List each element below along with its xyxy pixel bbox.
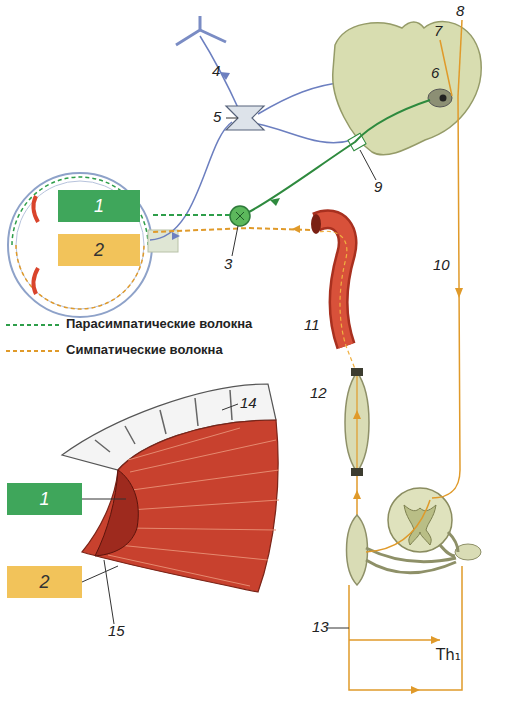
carotid-artery (316, 219, 348, 346)
ganglion-cap (351, 368, 363, 376)
leader-line (226, 118, 238, 119)
optic-pathway (150, 122, 232, 240)
leader-line (104, 560, 114, 624)
parasympathetic-fiber (249, 100, 430, 212)
ganglion-cap (351, 468, 363, 476)
sympathetic-tract (432, 96, 460, 498)
arrow-head (292, 225, 300, 233)
nucleus (428, 89, 452, 107)
box-number: 1 (39, 489, 49, 510)
legend-sample-line (6, 324, 62, 326)
leader-line (360, 150, 376, 180)
arrow-head (411, 686, 420, 694)
iris-segment (33, 196, 38, 222)
superior-cervical-ganglion (345, 372, 369, 472)
legend-sample-line (6, 350, 62, 352)
arrow-head (353, 490, 361, 499)
retina-line (16, 181, 144, 309)
callout-number: 9 (374, 178, 382, 195)
arrow-head (353, 410, 361, 419)
optic-chiasm (226, 106, 264, 130)
callout-number: 14 (240, 394, 257, 411)
optic-pathway (258, 82, 345, 114)
sympathetic-fiber (318, 231, 357, 374)
callout-number: 6 (431, 64, 439, 81)
spinal-root (440, 532, 458, 556)
fiber-line (458, 20, 462, 96)
arrow-head (455, 288, 463, 298)
legend-text: Парасимпатические волокна (66, 316, 252, 331)
callout-number: 11 (304, 316, 320, 333)
parasympathetic-fiber (152, 214, 230, 216)
ciliary-ganglion (230, 206, 250, 226)
vessel (200, 30, 226, 42)
leader-line (82, 499, 126, 500)
vessel (176, 16, 200, 45)
arrow-head (172, 232, 180, 240)
box-number: 2 (94, 240, 104, 261)
callout-number: 7 (434, 22, 442, 39)
arrow-head (220, 72, 230, 80)
callout-number: 8 (456, 2, 464, 19)
arrow-head (270, 198, 280, 206)
color-key-box: 1 (7, 483, 82, 515)
sympathetic-fiber (349, 639, 440, 641)
leader-line (82, 566, 118, 582)
fiber-line (440, 40, 452, 96)
callout-number: Th₁ (436, 646, 461, 664)
callout-number: 5 (213, 108, 221, 125)
callout-number: 15 (108, 622, 125, 639)
box-number: 1 (94, 196, 104, 217)
sympathetic-fiber (349, 566, 462, 690)
artery-lumen (311, 214, 321, 234)
iris-sphincter (95, 470, 138, 556)
callout-number: 13 (312, 618, 329, 635)
legend-text: Симпатические волокна (66, 342, 223, 357)
color-key-box: 1 (58, 190, 140, 222)
nucleus-center (440, 95, 447, 102)
callout-number: 10 (433, 256, 450, 273)
iris-segment (33, 268, 38, 294)
ramus (366, 560, 456, 573)
callout-number: 12 (310, 384, 327, 401)
sympathetic-trunk-ganglion (347, 515, 368, 585)
leader-line (326, 628, 349, 629)
synapse-mark (236, 212, 244, 220)
callout-number: 4 (212, 62, 220, 79)
optic-tract (200, 36, 240, 112)
sympathetic-fiber (152, 228, 310, 232)
callout-number: 3 (224, 255, 232, 272)
color-key-box: 2 (58, 234, 140, 266)
box-number: 2 (39, 572, 49, 593)
leader-line (232, 226, 238, 256)
oculomotor-nerve (348, 133, 366, 150)
leader-line (222, 404, 238, 410)
color-key-box: 2 (7, 566, 82, 598)
sympathetic-fiber (356, 376, 357, 468)
iris-dilator (82, 420, 278, 592)
sympathetic-fiber (366, 500, 430, 552)
carotid-artery (316, 219, 348, 346)
arrow-head (431, 636, 440, 644)
eyeball (8, 173, 152, 317)
optic-pathway (258, 124, 352, 143)
gray-matter (404, 505, 436, 545)
